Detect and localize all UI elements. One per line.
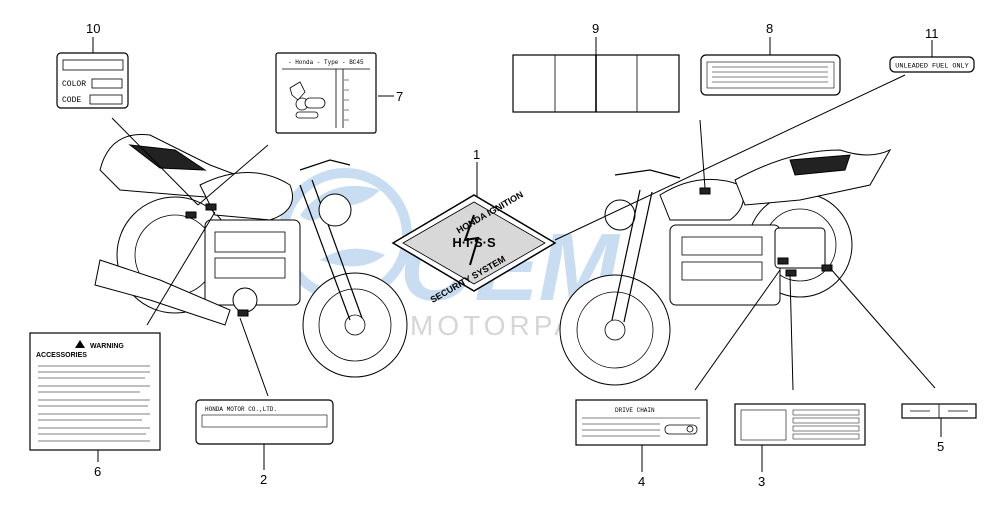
label-4-text: DRIVE CHAIN [615,407,655,414]
callout-numbers: 10 7 6 2 1 9 8 11 4 3 5 [86,21,944,489]
label-7-type: - Honda - Type - BC45 [275,52,377,134]
label-2-text: HONDA MOTOR CO.,LTD. [205,406,277,413]
label-6-warning: WARNING ACCESSORIES [29,332,161,451]
label-5-small [901,403,977,419]
callout-1: 1 [473,147,480,162]
label-6-warning-text: WARNING [90,343,124,350]
callout-9: 9 [592,21,599,36]
left-motorcycle [94,133,408,378]
label-10-color-code: COLOR CODE [56,52,129,109]
label-11-fuel: UNLEADED FUEL ONLY [889,56,975,73]
callout-4: 4 [638,474,645,489]
callout-6: 6 [94,464,101,479]
callout-11: 11 [925,26,939,41]
callout-3: 3 [758,474,765,489]
label-10-code-text: CODE [62,96,81,105]
label-11-text: UNLEADED FUEL ONLY [895,63,968,71]
label-10-color-text: COLOR [62,80,86,89]
callout-8: 8 [766,21,773,36]
callout-10: 10 [86,21,100,36]
callout-7: 7 [396,89,403,104]
label-2-manufacturer: HONDA MOTOR CO.,LTD. [195,399,334,445]
right-motorcycle [559,148,892,386]
callout-5: 5 [937,439,944,454]
label-9-panels [512,54,680,113]
label-6-accessories-text: ACCESSORIES [36,352,87,359]
label-3-info [734,403,866,446]
label-4-drive-chain: DRIVE CHAIN [575,399,708,446]
label-8-plate [700,54,841,96]
label-7-header: - Honda - Type - BC45 [288,59,364,66]
callout-2: 2 [260,472,267,487]
emblem-mid-text: H·I·S·S [452,235,496,250]
leader-lines [92,37,942,472]
